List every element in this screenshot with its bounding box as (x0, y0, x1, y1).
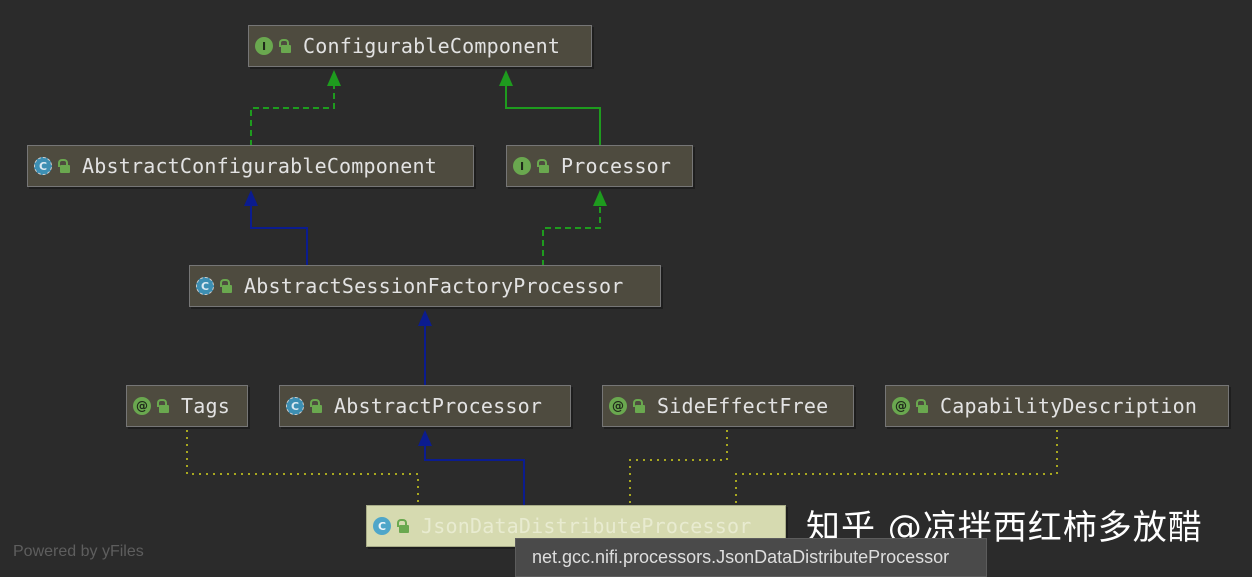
interface-icon: I (513, 157, 531, 175)
abstract-class-icon: C (286, 397, 304, 415)
public-lock-icon (633, 399, 647, 413)
public-lock-icon (397, 519, 411, 533)
node-label: Processor (561, 154, 672, 178)
node-label: AbstractConfigurableComponent (82, 154, 437, 178)
edge-annotation-sideeffectfree (629, 430, 728, 506)
annotation-icon: @ (133, 397, 151, 415)
public-lock-icon (157, 399, 171, 413)
public-lock-icon (537, 159, 551, 173)
node-abstract-configurable-component[interactable]: C AbstractConfigurableComponent (27, 145, 474, 187)
edge-implements-configurable (250, 72, 335, 146)
arrowhead-configurable-left (327, 70, 341, 86)
edge-annotation-capability (735, 430, 1058, 506)
node-label: AbstractProcessor (334, 394, 543, 418)
public-lock-icon (916, 399, 930, 413)
node-abstract-session-factory-processor[interactable]: C AbstractSessionFactoryProcessor (189, 265, 661, 307)
powered-by-label: Powered by yFiles (13, 543, 144, 560)
node-processor[interactable]: I Processor (506, 145, 693, 187)
arrowhead-acc (244, 190, 258, 206)
arrowhead-ap (418, 430, 432, 446)
node-abstract-processor[interactable]: C AbstractProcessor (279, 385, 571, 427)
node-label: ConfigurableComponent (303, 34, 561, 58)
public-lock-icon (220, 279, 234, 293)
public-lock-icon (310, 399, 324, 413)
node-label: CapabilityDescription (940, 394, 1198, 418)
public-lock-icon (279, 39, 293, 53)
class-icon: C (373, 517, 391, 535)
node-label: JsonDataDistributeProcessor (421, 514, 752, 538)
node-tags[interactable]: @ Tags (126, 385, 248, 427)
annotation-icon: @ (609, 397, 627, 415)
interface-icon: I (255, 37, 273, 55)
abstract-class-icon: C (196, 277, 214, 295)
public-lock-icon (58, 159, 72, 173)
node-label: SideEffectFree (657, 394, 829, 418)
edge-asfp-extends-acc (250, 192, 308, 266)
node-label: Tags (181, 394, 230, 418)
node-capability-description[interactable]: @ CapabilityDescription (885, 385, 1229, 427)
edge-jddp-extends-ap (424, 432, 525, 506)
class-tooltip: net.gcc.nifi.processors.JsonDataDistribu… (515, 538, 987, 577)
edge-asfp-implements-processor (542, 192, 601, 266)
node-side-effect-free[interactable]: @ SideEffectFree (602, 385, 854, 427)
abstract-class-icon: C (34, 157, 52, 175)
edge-processor-extends-configurable (505, 72, 601, 146)
node-label: AbstractSessionFactoryProcessor (244, 274, 624, 298)
arrowhead-configurable-right (499, 70, 513, 86)
edge-annotation-tags (186, 430, 419, 506)
arrowhead-asfp (418, 310, 432, 326)
annotation-icon: @ (892, 397, 910, 415)
arrowhead-processor (593, 190, 607, 206)
node-configurable-component[interactable]: I ConfigurableComponent (248, 25, 592, 67)
